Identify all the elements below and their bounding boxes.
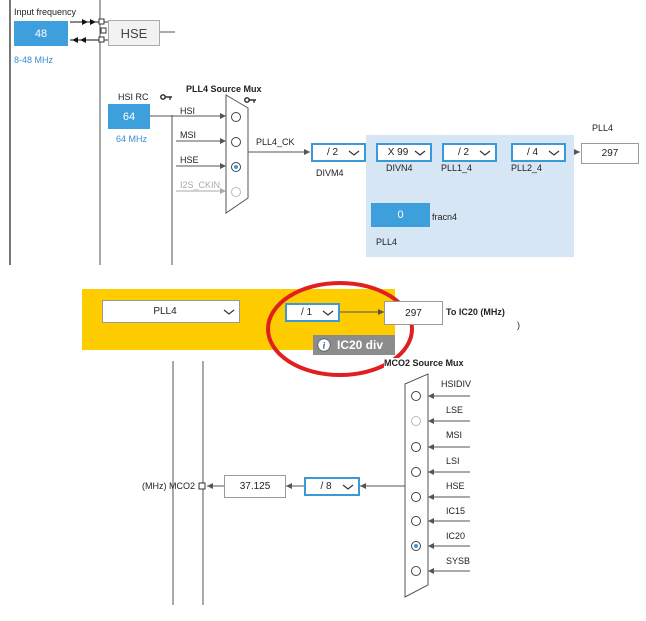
pll4-mux-radio-hsi[interactable]: [231, 112, 241, 122]
fracn4-label: fracn4: [432, 212, 458, 222]
input-frequency-range: 8-48 MHz: [14, 55, 54, 65]
mco2-output-label: (MHz) MCO2: [142, 481, 195, 491]
key-icon: [244, 97, 256, 103]
mco2-divider-value: / 8: [320, 481, 332, 492]
pll4-mux-title: PLL4 Source Mux: [186, 84, 262, 94]
hsi-rc-label: HSI RC: [118, 92, 149, 102]
mco2-mux-radio-ic20[interactable]: [411, 541, 421, 551]
chevron-down-icon: [414, 150, 426, 156]
divn4-label: DIVN4: [386, 163, 413, 173]
chevron-down-icon: [342, 484, 354, 490]
mco2-mux-radio-sysb[interactable]: [411, 566, 421, 576]
ic20-output-value: 297: [384, 301, 443, 325]
tooltip-text: IC20 div: [337, 338, 384, 352]
ic20-divider-value: / 1: [300, 307, 313, 318]
input-frequency-label: Input frequency: [14, 7, 77, 17]
chevron-down-icon: [348, 150, 360, 156]
pll1-4-label: PLL1_4: [441, 163, 473, 173]
bottom-wires: [172, 281, 470, 605]
svg-text:i: i: [323, 341, 326, 351]
pll2-4-select[interactable]: / 4: [511, 143, 566, 162]
pll2-4-label: PLL2_4: [511, 163, 543, 173]
hse-box[interactable]: HSE: [108, 20, 160, 46]
pll4-mux-radio-msi[interactable]: [231, 137, 241, 147]
input-frequency-value[interactable]: 48: [14, 21, 68, 46]
mco2-mux-input-label: MSI: [446, 430, 463, 440]
top-diagram: Input frequency 48 8-48 MHz HSE HSI RC 6…: [0, 0, 646, 265]
pll4-mux-input-label: HSE: [180, 155, 199, 165]
chevron-down-icon: [548, 150, 560, 156]
mco2-mux-input-label: HSIDIV: [441, 379, 472, 389]
ic20-source-value: PLL4: [153, 306, 177, 317]
pll4-output-title: PLL4: [592, 123, 614, 133]
bottom-diagram: PLL4 / 1 297 To IC20 (MHz) ) i IC20 div …: [0, 265, 646, 621]
top-wires: [9, 0, 580, 265]
pll4-ck-label: PLL4_CK: [256, 137, 295, 147]
mco2-mux-input-label: LSI: [446, 456, 460, 466]
divm4-select[interactable]: / 2: [311, 143, 366, 162]
ic20-output-label: To IC20 (MHz): [446, 307, 505, 317]
info-icon: i: [317, 338, 331, 352]
mco2-mux-radio-ic15[interactable]: [411, 516, 421, 526]
mco2-mux-input-label: IC15: [446, 506, 466, 516]
pll4-box-label: PLL4: [376, 237, 398, 247]
pll4-mux-input-label: HSI: [180, 106, 196, 116]
ic20-tooltip: i IC20 div: [313, 335, 395, 355]
mco2-mux-input-label: SYSB: [446, 556, 471, 566]
key-icon: [160, 94, 172, 100]
mco2-mux-radio-msi[interactable]: [411, 442, 421, 452]
pll1-4-value: / 2: [457, 147, 470, 158]
mco2-mux-input-label: IC20: [446, 531, 466, 541]
pll4-mux-input-label: I2S_CKIN: [180, 180, 221, 190]
mco2-divider-select[interactable]: / 8: [304, 477, 360, 496]
hsi-rc-freq: 64 MHz: [116, 134, 148, 144]
mco2-mux-radio-hsidiv[interactable]: [411, 391, 421, 401]
chevron-down-icon: [322, 310, 334, 316]
divn4-value: X 99: [387, 147, 409, 158]
divm4-label: DIVM4: [316, 168, 344, 178]
hsi-rc-value[interactable]: 64: [108, 104, 150, 129]
mco2-mux-radio-hse[interactable]: [411, 492, 421, 502]
mco2-mux-input-label: LSE: [446, 405, 464, 415]
pll4-mux-radio-i2s-ckin[interactable]: [231, 187, 241, 197]
fracn4-value[interactable]: 0: [371, 203, 430, 227]
chevron-down-icon: [223, 309, 235, 315]
stray-paren: ): [517, 320, 520, 330]
mco2-mux-radio-lsi[interactable]: [411, 467, 421, 477]
ic20-source-select[interactable]: PLL4: [102, 300, 240, 323]
mco2-mux-title: MCO2 Source Mux: [384, 358, 464, 368]
pll4-mux-radio-hse[interactable]: [231, 162, 241, 172]
mco2-output-value: 37.125: [224, 475, 286, 498]
mco2-mux-radio-lse[interactable]: [411, 416, 421, 426]
chevron-down-icon: [479, 150, 491, 156]
divm4-value: / 2: [326, 147, 339, 158]
mco2-mux-input-label: HSE: [446, 481, 465, 491]
pll2-4-value: / 4: [526, 147, 539, 158]
divn4-select[interactable]: X 99: [376, 143, 432, 162]
pll4-output-value: 297: [581, 143, 639, 164]
ic20-divider-select[interactable]: / 1: [285, 303, 340, 322]
pll1-4-select[interactable]: / 2: [442, 143, 497, 162]
pll4-mux-input-label: MSI: [180, 130, 197, 140]
